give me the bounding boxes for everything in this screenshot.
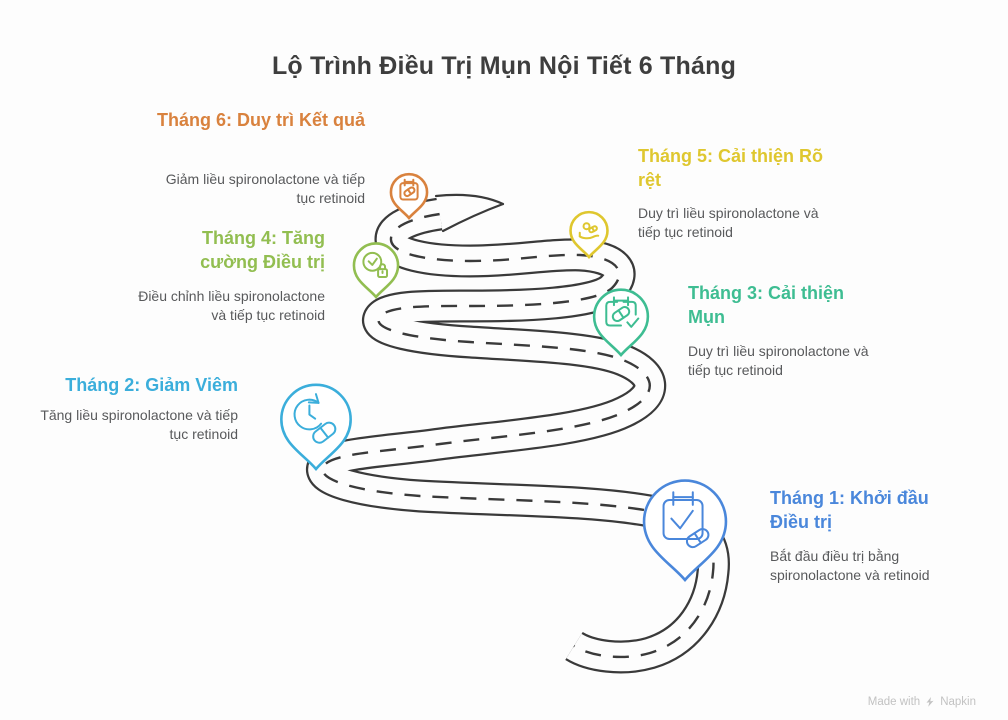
month-6-description: Giảm liều spironolactone và tiếp tục ret… [165, 171, 365, 206]
clock-lock-icon [363, 253, 387, 277]
month-4-description: Điều chỉnh liều spironolactone và tiếp t… [138, 288, 325, 323]
month-6-title: Tháng 6: Duy trì Kết quả [156, 110, 365, 130]
month-4-pin [354, 243, 398, 297]
calendar-check-pill-icon [664, 492, 711, 549]
page-title: Lộ Trình Điều Trị Mụn Nội Tiết 6 Tháng [271, 52, 737, 80]
napkin-logo-icon [926, 697, 934, 707]
month-5-pin [571, 212, 608, 257]
month-3-description: Duy trì liều spironolactone và tiếp tục … [688, 343, 869, 378]
refresh-clock-pill-icon [289, 390, 338, 446]
month-2-pin [281, 385, 350, 469]
month-2-title: Tháng 2: Giảm Viêm [65, 375, 238, 395]
hand-coins-icon [580, 223, 598, 238]
month-6-pin [391, 174, 427, 218]
month-1-pin [644, 481, 726, 580]
watermark-text: Made with [867, 696, 921, 708]
road-taper [436, 194, 503, 231]
watermark: Made with Napkin [868, 696, 976, 708]
calendar-pill-check-icon [606, 297, 638, 326]
calendar-pill-icon [400, 180, 417, 200]
month-3-title: Tháng 3: Cải thiện Mụn [688, 283, 845, 328]
month-1-description: Bắt đầu điều trị bằng spironolactone và … [770, 548, 930, 583]
month-2-description: Tăng liều spironolactone và tiếp tục ret… [40, 407, 238, 442]
watermark-brand: Napkin [940, 696, 976, 708]
month-4-title: Tháng 4: Tăng cường Điều trị [200, 228, 325, 273]
month-3-pin [594, 290, 648, 355]
month-5-description: Duy trì liều spironolactone và tiếp tục … [638, 205, 819, 240]
month-5-title: Tháng 5: Cải thiện Rõ rệt [638, 146, 824, 191]
month-1-title: Tháng 1: Khởi đầu Điều trị [770, 488, 929, 533]
